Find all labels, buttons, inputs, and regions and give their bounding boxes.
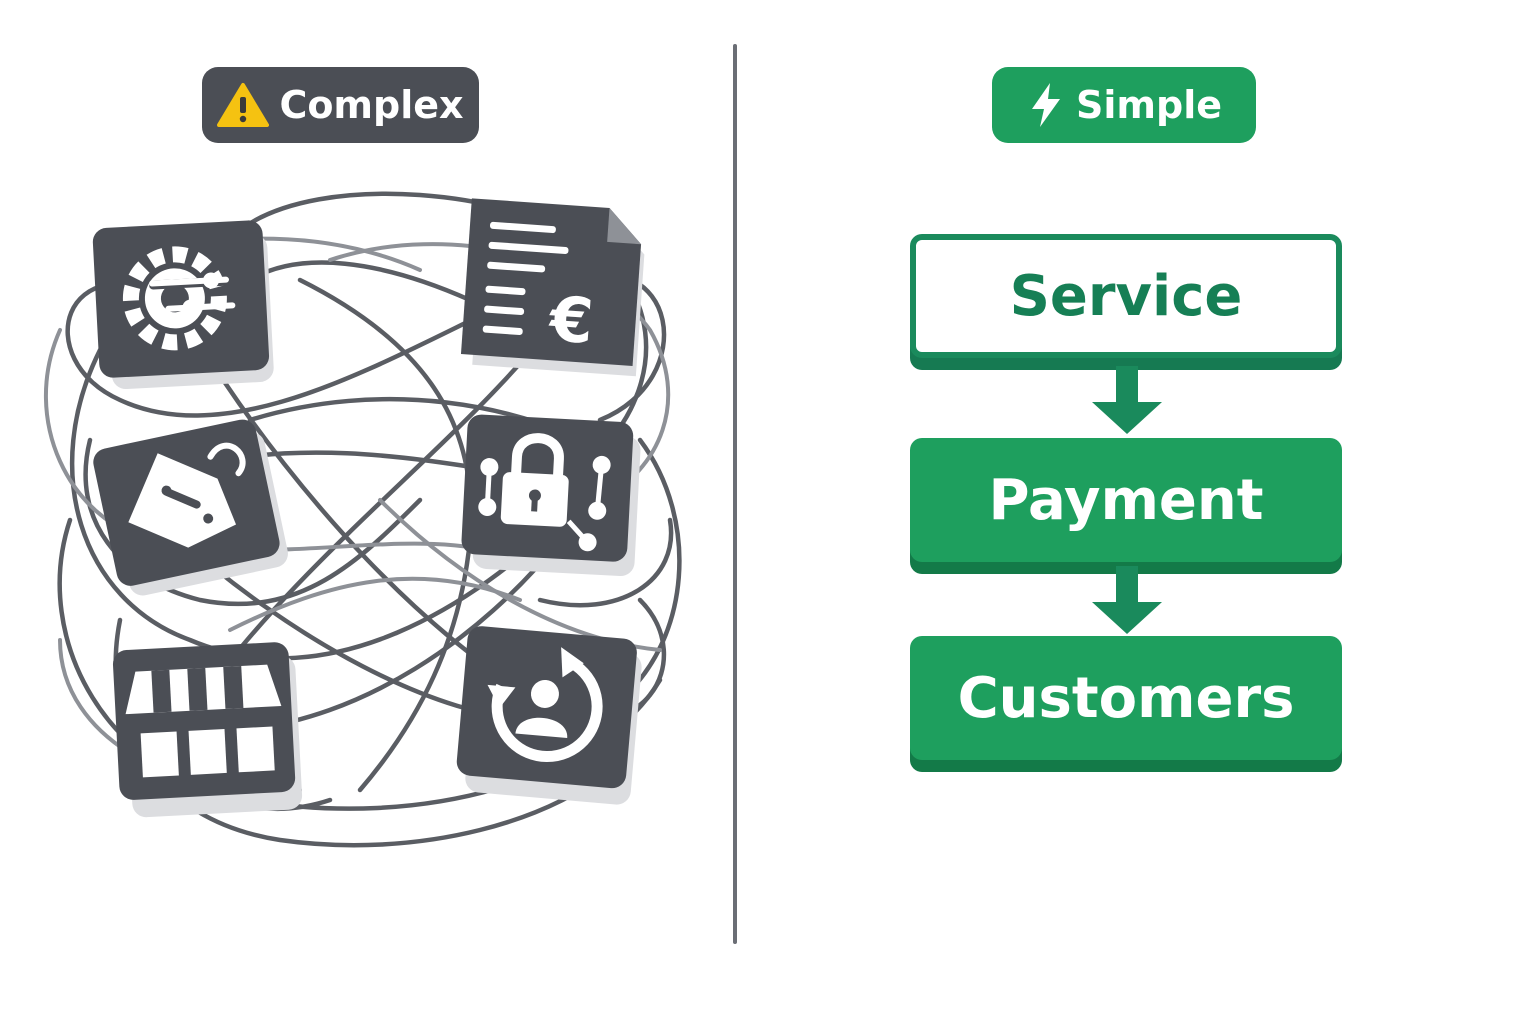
flow-step-service: Service bbox=[910, 234, 1342, 358]
complex-badge-label: Complex bbox=[279, 83, 464, 127]
price-tag-icon bbox=[93, 419, 288, 596]
complex-badge: Complex bbox=[202, 67, 479, 143]
flow-step-payment-label: Payment bbox=[988, 467, 1264, 533]
invoice-euro-icon: € bbox=[460, 198, 645, 377]
panel-divider bbox=[733, 44, 737, 944]
lock-network-icon bbox=[461, 414, 641, 577]
simple-badge: Simple bbox=[992, 67, 1256, 143]
flow-step-service-label: Service bbox=[1009, 263, 1243, 329]
customer-cycle-icon bbox=[456, 626, 642, 805]
tangled-connections-diagram: € bbox=[44, 191, 682, 848]
flow-step-payment: Payment bbox=[910, 438, 1342, 562]
flow-arrow-down-icon bbox=[1092, 566, 1162, 634]
flow-step-customers: Customers bbox=[910, 636, 1342, 760]
storefront-icon bbox=[112, 642, 303, 818]
flow-arrow-down-icon bbox=[1092, 366, 1162, 434]
warning-icon bbox=[217, 83, 270, 127]
simple-badge-label: Simple bbox=[1076, 83, 1222, 127]
flow-step-customers-label: Customers bbox=[957, 665, 1295, 731]
svg-text:€: € bbox=[546, 282, 596, 358]
lightning-icon bbox=[1032, 83, 1060, 127]
settings-gear-icon bbox=[92, 220, 274, 390]
